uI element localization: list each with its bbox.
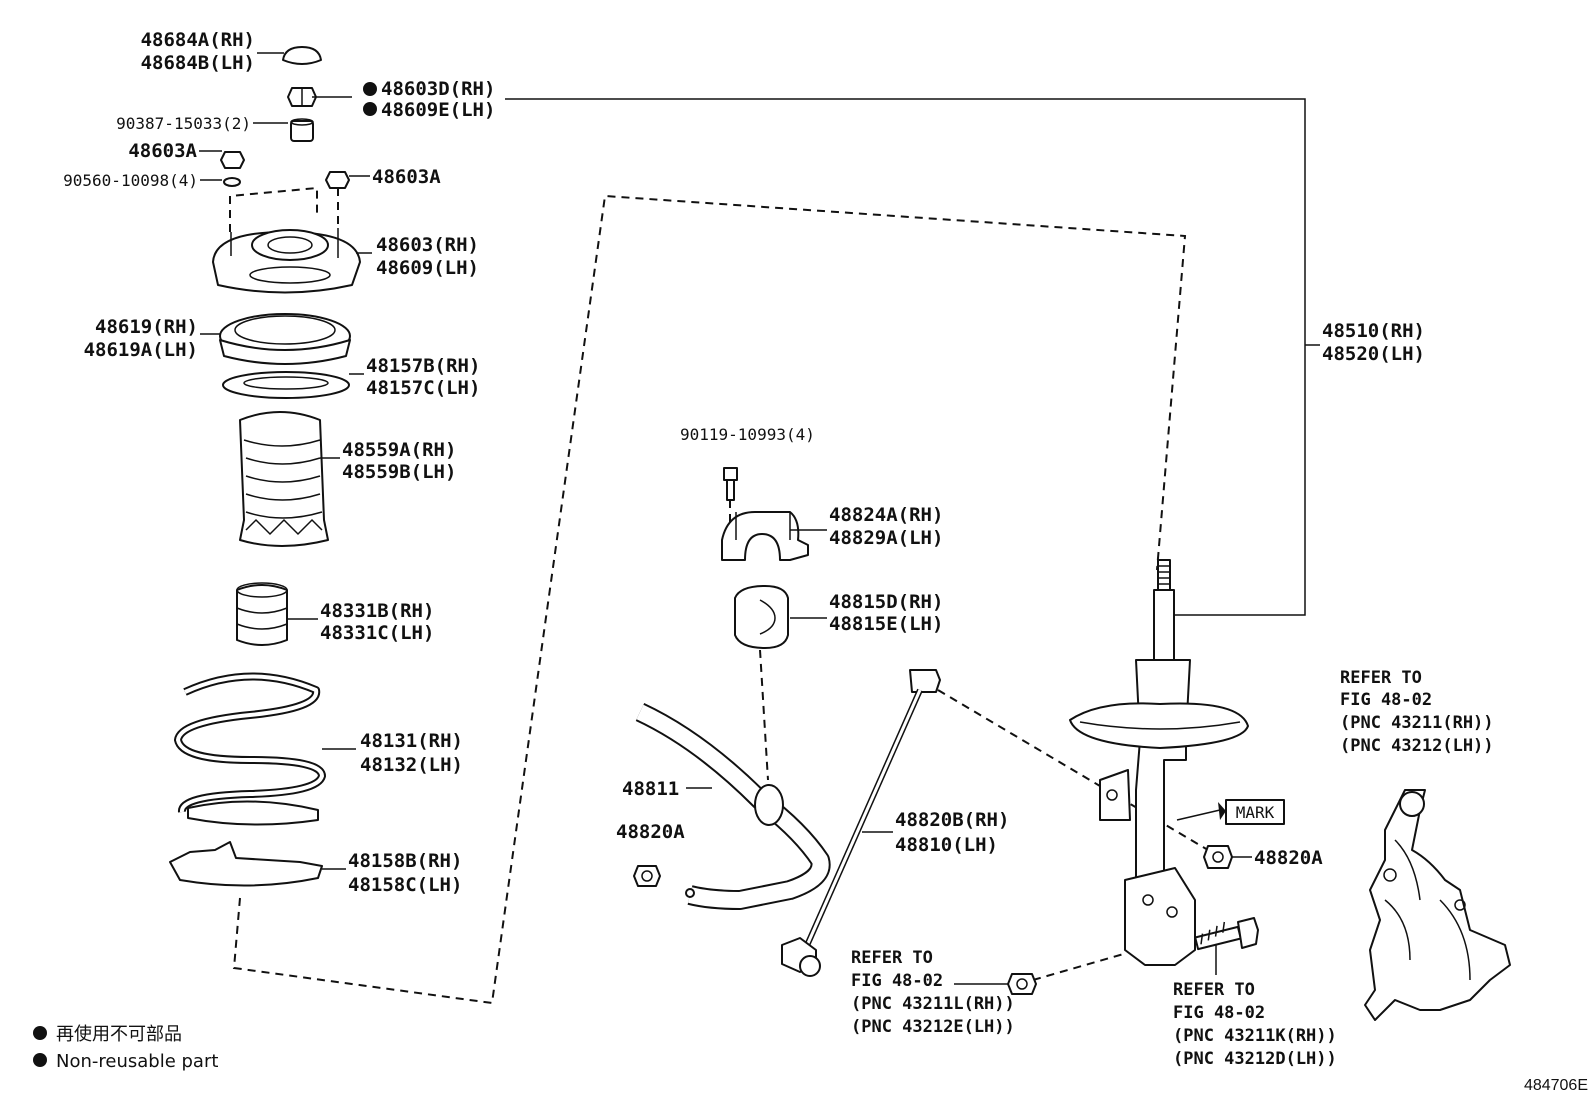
label-48684-lh: 48684B(LH) [141, 52, 255, 74]
knuckle-ref-line1: REFER TO [1340, 668, 1422, 688]
label-48603d-lh: 48609E(LH) [381, 99, 495, 121]
legend-japanese: 再使用不可部品 [56, 1024, 182, 1045]
label-48619-lh: 48619A(LH) [84, 339, 198, 361]
label-48820b-lh: 48810(LH) [895, 834, 998, 856]
label-48824-rh: 48824A(RH) [829, 504, 943, 526]
nut-guide-line [1032, 952, 1128, 981]
nut-48820a-right [1203, 845, 1233, 869]
insulator-48157 [222, 371, 350, 399]
link-guide-line [937, 689, 1214, 854]
bushing-guide-line [759, 649, 769, 781]
label-48559-rh: 48559A(RH) [342, 439, 456, 461]
legend-dot [33, 1026, 47, 1040]
bumper-48331 [236, 582, 288, 646]
label-48157-lh: 48157C(LH) [366, 377, 480, 399]
support-48603 [212, 228, 361, 294]
spacer-90387 [290, 118, 314, 142]
nut-48603a-left [220, 151, 245, 187]
knuckle-ref-line4: (PNC 43212(LH)) [1340, 736, 1494, 756]
mark-label: MARK [1236, 803, 1275, 822]
label-48158-lh: 48158C(LH) [348, 874, 462, 896]
label-90560: 90560-10098(4) [63, 171, 198, 190]
label-48811: 48811 [622, 778, 679, 800]
label-48603a-left: 48603A [128, 140, 197, 162]
label-48619-rh: 48619(RH) [95, 316, 198, 338]
insulator-48158 [169, 841, 323, 887]
bolt-ref-line3: (PNC 43211K(RH)) [1173, 1026, 1337, 1046]
legend-dot [33, 1053, 47, 1067]
mark-callout: MARK [1176, 799, 1285, 825]
label-48158-rh: 48158B(RH) [348, 850, 462, 872]
bolt-ref-line1: REFER TO [1173, 980, 1255, 1000]
bolt-43211k [1194, 917, 1259, 951]
label-48559-lh: 48559B(LH) [342, 461, 456, 483]
stabilizer-bar-48811 [635, 702, 831, 910]
label-48815-lh: 48815E(LH) [829, 613, 943, 635]
knuckle-ref-line3: (PNC 43211(RH)) [1340, 713, 1494, 733]
label-48157-rh: 48157B(RH) [366, 355, 480, 377]
nut-43211l [1007, 973, 1037, 995]
label-48131-lh: 48132(LH) [360, 754, 463, 776]
bolt-ref-line2: FIG 48-02 [1173, 1003, 1265, 1023]
label-48603d-rh: 48603D(RH) [381, 78, 495, 100]
cap-48684 [282, 46, 322, 65]
nut-ref-line1: REFER TO [851, 948, 933, 968]
bushing-48815 [734, 585, 789, 649]
bellows-48559 [239, 411, 329, 547]
stud-guide-lines [229, 186, 339, 232]
non-reusable-dot [363, 102, 377, 116]
coil-spring-48131 [174, 672, 326, 826]
nut-ref-line3: (PNC 43211L(RH)) [851, 994, 1015, 1014]
label-48603a-right: 48603A [372, 166, 441, 188]
label-90387: 90387-15033(2) [116, 114, 251, 133]
nut-48820a-left [633, 865, 661, 887]
label-48131-rh: 48131(RH) [360, 730, 463, 752]
strut-48510 [1069, 559, 1249, 966]
label-48820b-rh: 48820B(RH) [895, 809, 1009, 831]
link-48820b [781, 669, 941, 977]
legend-english: Non-reusable part [56, 1051, 218, 1072]
label-48815-rh: 48815D(RH) [829, 591, 943, 613]
label-48603-rh: 48603(RH) [376, 234, 479, 256]
bracket-48824 [721, 511, 809, 561]
knuckle-ref-line2: FIG 48-02 [1340, 690, 1432, 710]
bolt-90119 [723, 467, 738, 501]
bolt-ref-line4: (PNC 43212D(LH)) [1173, 1049, 1337, 1069]
label-48824-lh: 48829A(LH) [829, 527, 943, 549]
label-48510-rh: 48510(RH) [1322, 320, 1425, 342]
label-48603-lh: 48609(LH) [376, 257, 479, 279]
non-reusable-dot [363, 82, 377, 96]
label-90119: 90119-10993(4) [680, 425, 815, 444]
label-48510-lh: 48520(LH) [1322, 343, 1425, 365]
steering-knuckle [1364, 789, 1511, 1021]
nut-48603d [287, 87, 317, 107]
nut-ref-line2: FIG 48-02 [851, 971, 943, 991]
nut-48603a-right [325, 171, 350, 189]
label-48684-rh: 48684A(RH) [141, 29, 255, 51]
assembly-boundary [232, 194, 1187, 1005]
leader-48510 [505, 98, 1306, 616]
seat-48619 [219, 313, 351, 365]
label-48820a-left: 48820A [616, 821, 685, 843]
label-48331-rh: 48331B(RH) [320, 600, 434, 622]
nut-ref-line4: (PNC 43212E(LH)) [851, 1017, 1015, 1037]
label-48331-lh: 48331C(LH) [320, 622, 434, 644]
figure-number: 484706E [1524, 1077, 1588, 1094]
label-48820a-right: 48820A [1254, 847, 1323, 869]
